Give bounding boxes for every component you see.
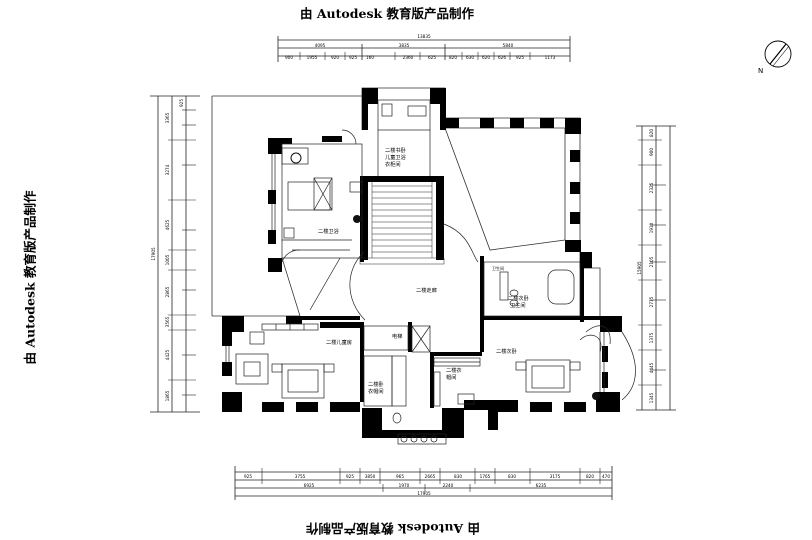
- dim-left-3: 4625: [165, 219, 170, 230]
- room-labels: 二楼书卧 儿童卫浴 衣柜间 二楼卫浴 二楼走廊 二楼儿童房 电梯 二楼次卧 卫生…: [318, 146, 529, 395]
- dim-top-s8: 820: [449, 55, 457, 60]
- dim-bot-r2-4: 6235: [536, 483, 547, 488]
- dim-top-s11: 626: [498, 55, 506, 60]
- dim-bot-r2-2: 1970: [399, 483, 410, 488]
- room-label-small: 卫生间: [492, 265, 504, 271]
- plant-icon: [290, 152, 600, 400]
- dim-bot-8: 1765: [480, 474, 491, 479]
- dim-bot-12: 470: [602, 474, 610, 479]
- room-label-second-bedroom: 二楼次卧: [496, 347, 517, 355]
- room-label-top-utility-3: 衣柜间: [385, 160, 401, 168]
- room-label-closet2-1: 二楼衣: [446, 366, 462, 374]
- dim-top-s5: 160: [366, 55, 374, 60]
- dim-right-8: 4445: [649, 362, 654, 373]
- dim-right-5: 2105: [649, 256, 654, 267]
- dim-right-3: 2325: [649, 182, 654, 193]
- dim-right-total: 15905: [637, 261, 642, 275]
- room-label-master-closet-1: 二楼卧: [368, 380, 384, 388]
- dim-right-1: 820: [649, 129, 654, 137]
- dim-right-9: 1345: [649, 392, 654, 403]
- dim-left-5: 2865: [165, 286, 170, 297]
- room-label-hall: 二楼走廊: [416, 286, 437, 294]
- dim-left-total: 17905: [151, 247, 156, 261]
- room-label-second-bath-2: 卫生间: [510, 301, 526, 309]
- dim-top-s7: 625: [428, 55, 436, 60]
- dim-top-s12: 925: [516, 55, 524, 60]
- dim-top-1: 4095: [315, 43, 326, 48]
- interior-lines: [225, 99, 636, 445]
- dim-top-s2: 1955: [307, 55, 318, 60]
- dimension-bottom: [234, 466, 613, 500]
- dim-bot-5: 965: [396, 474, 404, 479]
- dim-top-s1: 900: [285, 55, 293, 60]
- dim-bot-r2-3: 2240: [443, 483, 454, 488]
- dim-top-s6: 2360: [403, 55, 414, 60]
- watermark-top: 由 Autodesk 教育版产品制作: [300, 6, 474, 21]
- dim-left-1: 3365: [165, 112, 170, 123]
- dim-bot-3: 925: [346, 474, 354, 479]
- dim-top-s9: 630: [466, 55, 474, 60]
- dimension-right: [636, 125, 676, 411]
- room-label-closet2-2: 帽间: [446, 373, 456, 381]
- dimension-top: [277, 36, 571, 62]
- dim-bot-r2-1: 6925: [304, 483, 315, 488]
- dim-top-s4: 925: [349, 55, 357, 60]
- dim-bot-2: 3755: [295, 474, 306, 479]
- dim-bot-4: 3850: [365, 474, 376, 479]
- dim-bot-1: 925: [244, 474, 252, 479]
- dim-bot-total: 17905: [417, 491, 431, 496]
- dim-top-3: 5840: [503, 43, 514, 48]
- dim-left-2: 3274: [165, 164, 170, 175]
- dim-bot-10: 3175: [550, 474, 561, 479]
- dim-top-2: 3835: [399, 43, 410, 48]
- north-arrow: N: [758, 40, 792, 75]
- dimension-left: [150, 95, 200, 413]
- dim-right-7: 1375: [649, 332, 654, 343]
- room-label-top-utility-2: 儿童卫浴: [385, 153, 407, 161]
- dim-bot-9: 830: [508, 474, 516, 479]
- dim-left-9: 925: [179, 99, 184, 107]
- dim-left-7: 4425: [165, 349, 170, 360]
- dim-right-2: 900: [649, 148, 654, 156]
- room-label-kids-room: 二楼儿童房: [326, 338, 352, 346]
- dim-left-8: 1865: [165, 390, 170, 401]
- north-label: N: [758, 67, 763, 75]
- dim-bot-6: 2665: [425, 474, 436, 479]
- dim-top-s10: 620: [482, 55, 490, 60]
- dim-top-s3: 920: [331, 55, 339, 60]
- dim-top-total: 13835: [417, 34, 431, 39]
- dim-left-6: 3565: [165, 316, 170, 327]
- room-label-top-utility-1: 二楼书卧: [385, 146, 406, 154]
- room-label-elevator: 电梯: [392, 332, 402, 340]
- dim-right-4: 1910: [649, 222, 654, 233]
- room-label-master-bath: 二楼卫浴: [318, 227, 340, 235]
- dim-left-4: 1005: [165, 254, 170, 265]
- dim-top-s13: 1173: [545, 55, 556, 60]
- room-label-second-bath-1: 二楼次卧: [508, 294, 529, 302]
- dimension-labels: 13835 4095 3835 5840 900 1955 920 925 16…: [151, 34, 654, 496]
- dim-right-6: 2775: [649, 296, 654, 307]
- room-label-master-closet-2: 衣帽间: [368, 387, 384, 395]
- dim-bot-7: 830: [454, 474, 462, 479]
- dim-bot-11: 820: [586, 474, 594, 479]
